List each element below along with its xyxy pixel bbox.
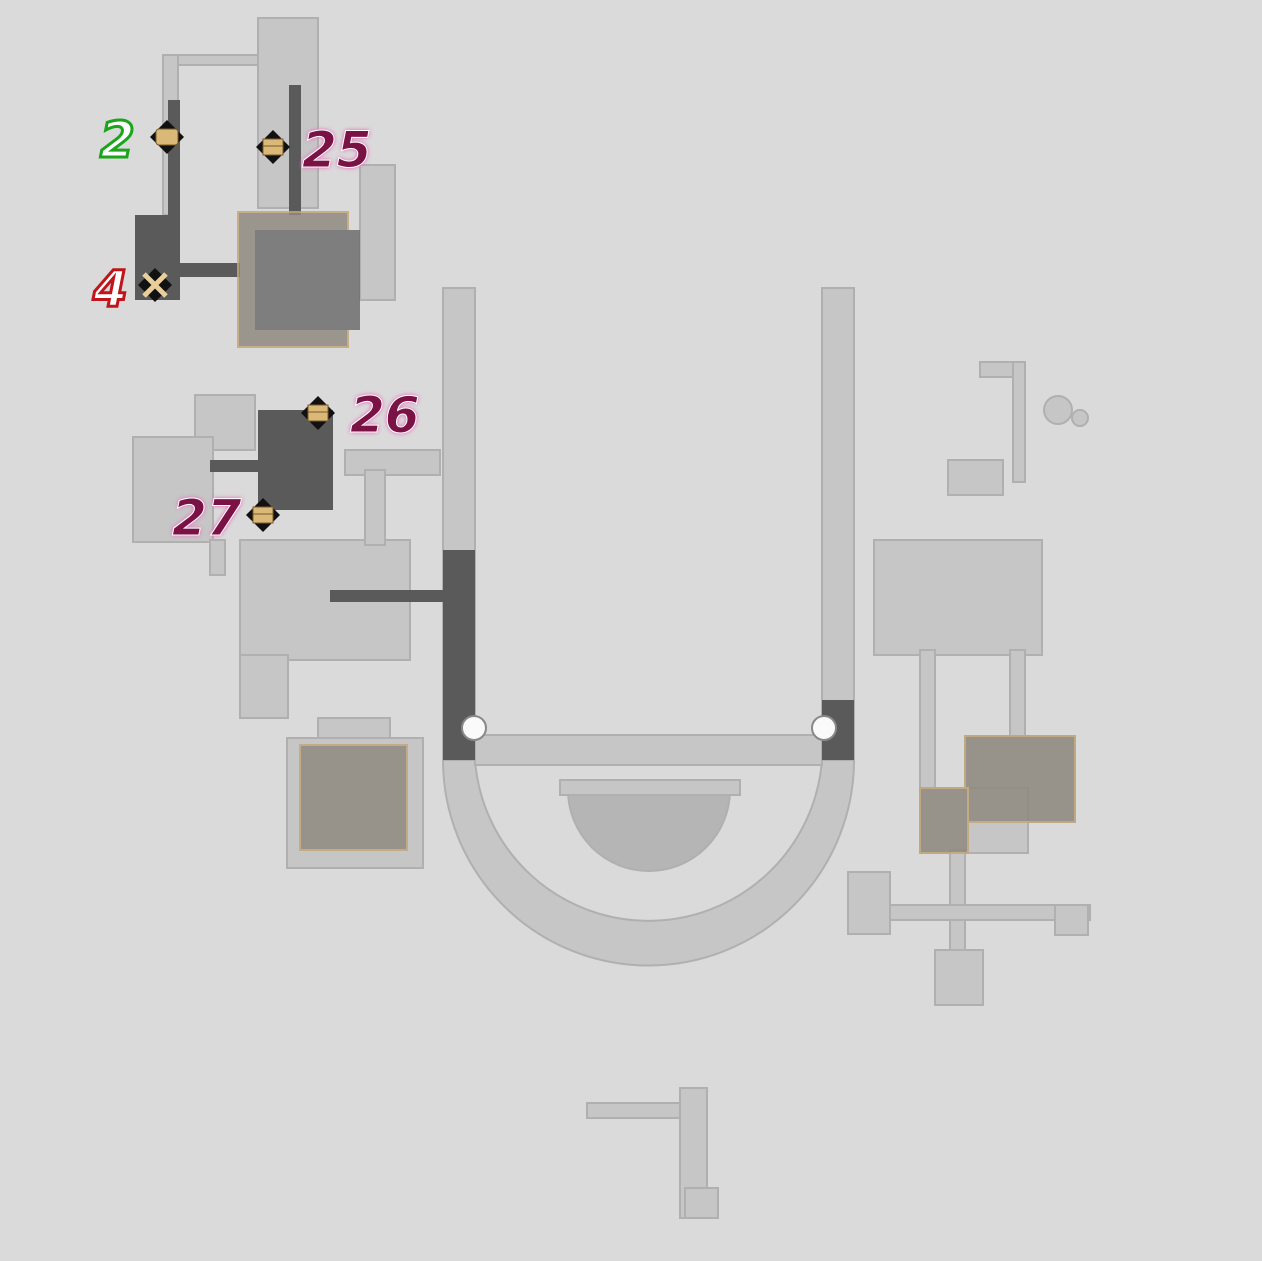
chest-icon[interactable] <box>301 396 335 430</box>
chest-icon[interactable] <box>256 130 290 164</box>
pillars <box>461 715 837 741</box>
highlighted-rooms <box>237 211 1076 854</box>
map-areas <box>132 17 1091 1219</box>
marker-label-26: 26 <box>350 386 421 444</box>
marker-label-2: 2 <box>99 111 137 169</box>
marker-label-27: 27 <box>172 489 243 547</box>
crossed-swords-icon[interactable] <box>138 268 172 302</box>
marker-label-25: 25 <box>302 121 373 179</box>
chest-icon[interactable] <box>246 498 280 532</box>
scroll-icon[interactable] <box>150 120 184 154</box>
marker-label-4: 4 <box>92 260 130 318</box>
